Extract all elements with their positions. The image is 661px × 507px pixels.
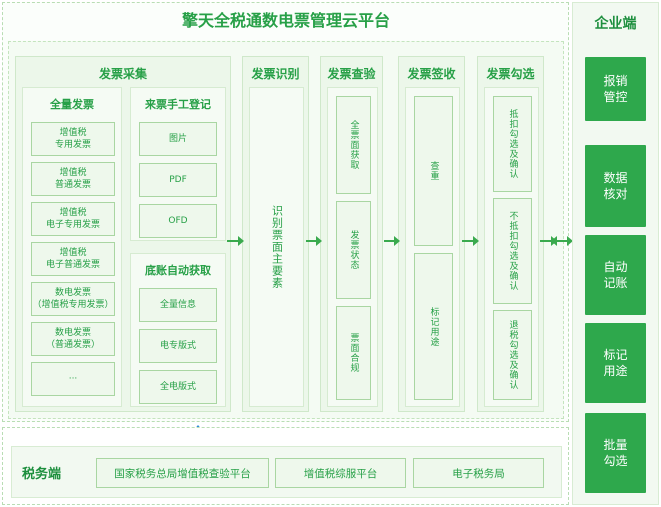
tax-platform: 电子税务局 (413, 458, 544, 488)
full-invoice-item: 增值税 电子专用发票 (31, 202, 115, 236)
full-invoice-item: 增值税 专用发票 (31, 122, 115, 156)
manual-register-panel: 来票手工登记 图片 PDF OFD (130, 87, 226, 241)
check-title: 发票查验 (327, 67, 376, 81)
manual-register-item: 图片 (139, 122, 217, 156)
check-panel: 发票查验 全票面获取 发票状态 票面合规 (320, 56, 383, 412)
tax-container: 税务端 国家税务总局增值税查验平台 增值税综服平台 电子税务局 (2, 427, 569, 505)
enterprise-item: 标记 用途 (585, 323, 646, 403)
select-item: 退税勾选及确认 (493, 310, 532, 400)
full-invoice-item-more: ··· (31, 362, 115, 396)
receive-item: 标记用途 (414, 253, 453, 400)
auto-fetch-item: 全电版式 (139, 370, 217, 404)
full-invoice-panel: 全量发票 增值税 专用发票 增值税 普通发票 增值税 电子专用发票 增值税 电子… (22, 87, 122, 407)
tax-platform: 增值税综服平台 (275, 458, 406, 488)
select-title: 发票勾选 (486, 67, 535, 81)
check-item: 全票面获取 (336, 96, 371, 194)
full-invoice-title: 全量发票 (50, 98, 94, 111)
select-item: 抵扣勾选及确认 (493, 96, 532, 192)
enterprise-item: 自动 记账 (585, 235, 646, 315)
enterprise-item: 报销 管控 (585, 57, 646, 121)
tax-platform: 国家税务总局增值税查验平台 (96, 458, 269, 488)
auto-fetch-item: 全量信息 (139, 288, 217, 322)
full-invoice-item: 增值税 普通发票 (31, 162, 115, 196)
receive-item: 查重 (414, 96, 453, 246)
full-invoice-item: 增值税 电子普通发票 (31, 242, 115, 276)
receive-content: 查重 标记用途 (405, 87, 460, 407)
tax-panel: 税务端 国家税务总局增值税查验平台 增值税综服平台 电子税务局 (11, 446, 562, 498)
platform-title: 擎天全税通数电票管理云平台 (181, 11, 390, 30)
flow-arrow (462, 236, 479, 246)
recognize-text: 识别票面主要素 (270, 205, 284, 289)
enterprise-column: 企业端 报销 管控 数据 核对 自动 记账 标记 用途 批量 勾选 (572, 2, 659, 505)
enterprise-item: 数据 核对 (585, 145, 646, 227)
flow-arrow (227, 236, 244, 246)
manual-register-item: PDF (139, 163, 217, 197)
select-panel: 发票勾选 抵扣勾选及确认 不抵扣勾选及确认 退税勾选及确认 (477, 56, 544, 412)
manual-register-item: OFD (139, 204, 217, 238)
enterprise-item: 批量 勾选 (585, 413, 646, 493)
tax-title: 税务端 (22, 467, 62, 482)
recognize-panel: 发票识别 识别票面主要素 (242, 56, 309, 412)
auto-fetch-item: 电专版式 (139, 329, 217, 363)
auto-fetch-panel: 底账自动获取 全量信息 电专版式 全电版式 (130, 253, 226, 407)
check-content: 全票面获取 发票状态 票面合规 (327, 87, 378, 407)
recognize-title: 发票识别 (251, 67, 300, 81)
select-item: 不抵扣勾选及确认 (493, 198, 532, 304)
bidirectional-arrow (551, 236, 573, 246)
collection-panel: 发票采集 全量发票 增值税 专用发票 增值税 普通发票 增值税 电子专用发票 增… (15, 56, 231, 412)
full-invoice-item: 数电发票 （普通发票） (31, 322, 115, 356)
enterprise-title: 企业端 (594, 16, 637, 32)
check-item: 票面合规 (336, 306, 371, 400)
flow-arrow (384, 236, 400, 246)
select-content: 抵扣勾选及确认 不抵扣勾选及确认 退税勾选及确认 (484, 87, 539, 407)
receive-panel: 发票签收 查重 标记用途 (398, 56, 465, 412)
manual-register-title: 来票手工登记 (145, 98, 211, 111)
check-item: 发票状态 (336, 201, 371, 299)
collection-title: 发票采集 (98, 67, 147, 81)
flow-arrow (306, 236, 322, 246)
full-invoice-item: 数电发票 （增值税专用发票） (31, 282, 115, 316)
receive-title: 发票签收 (407, 67, 456, 81)
auto-fetch-title: 底账自动获取 (145, 264, 211, 277)
recognize-content: 识别票面主要素 (249, 87, 304, 407)
